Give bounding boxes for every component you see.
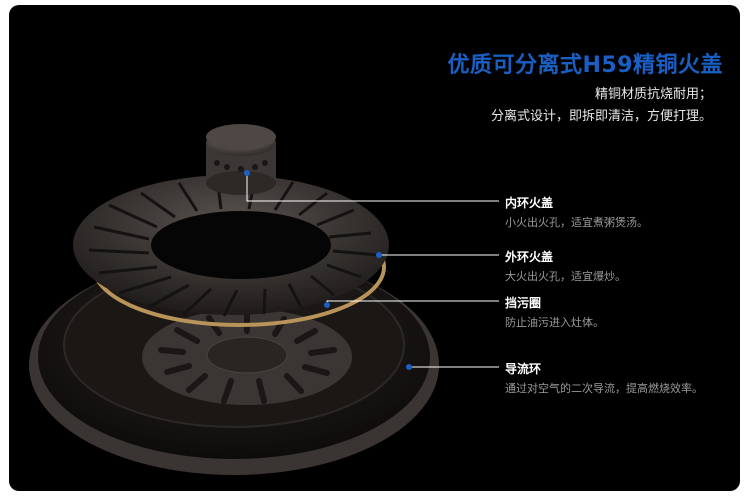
inner-fire-cap xyxy=(206,124,276,195)
callout-title: 导流环 xyxy=(505,362,542,376)
callout-dirt-ring: 挡污圈 防止油污进入灶体。 xyxy=(505,294,604,330)
burner-plate xyxy=(142,309,352,405)
callout-title: 外环火盖 xyxy=(505,250,554,264)
subtitle-line-1: 精铜材质抗烧耐用； xyxy=(594,87,712,102)
burner-illustration xyxy=(29,124,499,475)
product-banner: 优质可分离式H59精铜火盖 精铜材质抗烧耐用； 分离式设计，即拆即清洁，方便打理… xyxy=(9,5,740,491)
subtitle-line-2: 分离式设计，即拆即清洁，方便打理。 xyxy=(490,109,712,124)
callout-dots xyxy=(244,170,412,370)
callout-title: 内环火盖 xyxy=(505,196,554,210)
callout-title: 挡污圈 xyxy=(505,296,542,310)
outer-fire-cap xyxy=(73,175,389,317)
callout-description: 小火出火孔，适宜煮粥煲汤。 xyxy=(505,216,648,229)
headline: 优质可分离式H59精铜火盖 xyxy=(447,53,723,78)
callout-description: 大火出火孔，适宜爆炒。 xyxy=(505,270,626,283)
callout-description: 防止油污进入灶体。 xyxy=(505,316,604,329)
callout-guide-ring: 导流环 通过对空气的二次导流，提高燃烧效率。 xyxy=(505,360,703,396)
callout-outer-cap: 外环火盖 大火出火孔，适宜爆炒。 xyxy=(505,248,626,284)
callout-inner-cap: 内环火盖 小火出火孔，适宜煮粥煲汤。 xyxy=(505,194,648,230)
callout-description: 通过对空气的二次导流，提高燃烧效率。 xyxy=(505,382,703,395)
